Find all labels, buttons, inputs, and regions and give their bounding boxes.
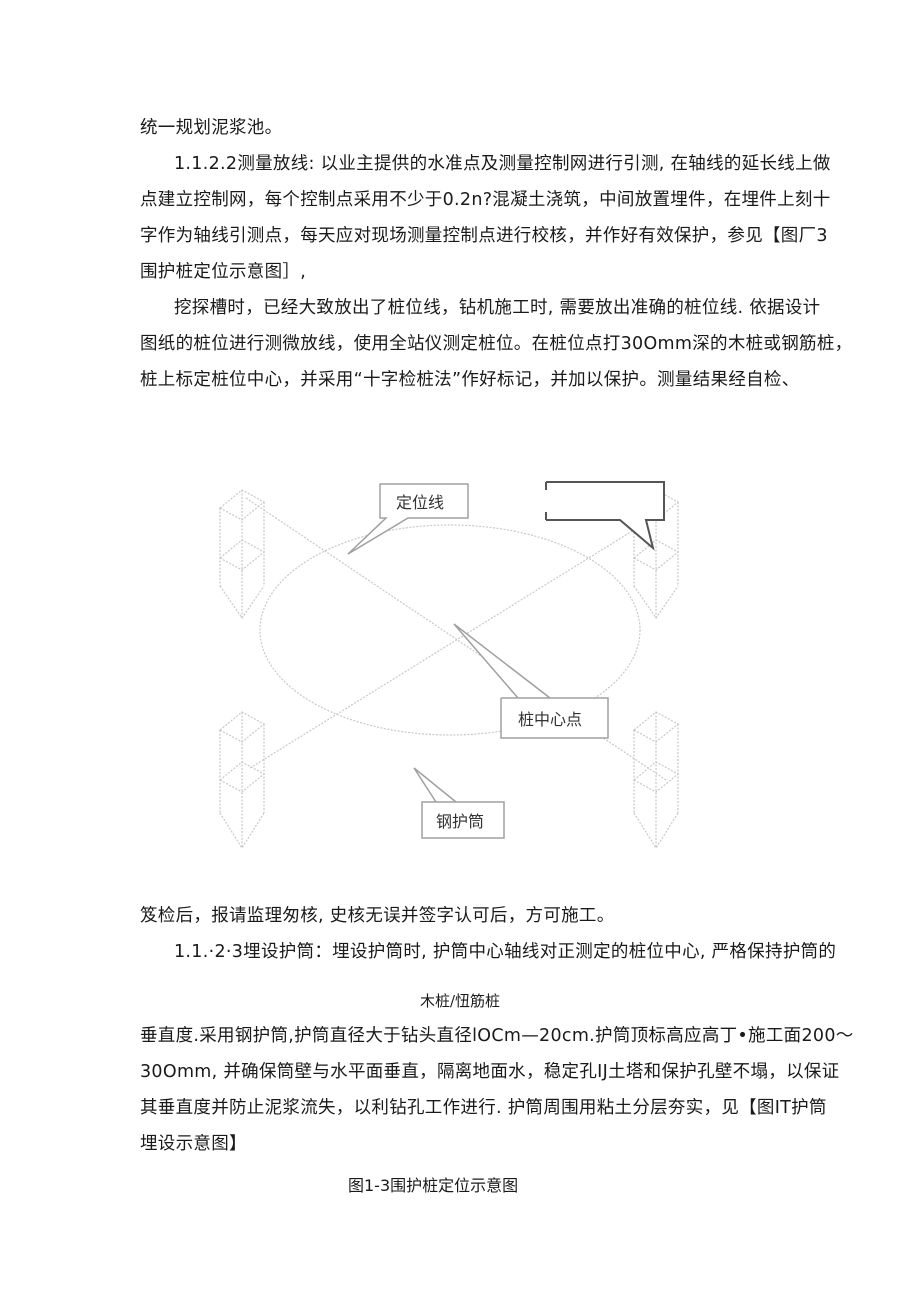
paragraph-line: 挖探槽时，已经大致放出了桩位线，钻机施工时, 需要放出准确的桩位线. 依据设计 [174,298,821,318]
paragraph-line: 围护桩定位示意图］, [140,262,307,282]
callout-top-right-empty [545,481,665,551]
paragraph-line: 点建立控制网，每个控制点采用不少于0.2n?混凝土浇筑，中间放置埋件，在埋件上刻… [140,190,831,210]
paragraph-line: 图纸的桩位进行测微放线，使用全站仪测定桩位。在桩位点打30Omm深的木桩或钢筋桩… [140,334,853,354]
paragraph-line: 桩上标定桩位中心，并采用“十字检桩法”作好标记，并加以保护。测量结果经自检、 [140,370,800,390]
callout-positioning-line: 定位线 [347,483,469,555]
casing-ellipse [259,524,641,736]
paragraph-line: 字作为轴线引测点，每天应对现场测量控制点进行校核，并作好有效保护，参见【图厂3 [140,226,828,246]
figure-floating-label: 木桩/忸筋桩 [420,992,501,1010]
callout-steel-casing: 钢护筒 [413,767,505,839]
callout-text: 桩中心点 [518,710,582,729]
section-heading-line: 1.1.2.2测量放线: 以业主提供的水准点及测量控制网进行引测, 在轴线的延长… [174,154,831,174]
paragraph-line: 其垂直度并防止泥浆流失，以利钻孔工作进行. 护筒周围用粘土分层夯实，见【图IT护… [140,1098,827,1118]
callout-pile-center: 桩中心点 [453,623,609,739]
paragraph-line: 垂直度.采用钢护筒,护筒直径大于钻头直径lOCm—20cm.护筒顶标高应高丁•施… [140,1026,854,1046]
callout-text: 钢护筒 [436,812,484,831]
figure-caption: 图1-3围护桩定位示意图 [348,1176,519,1195]
paragraph-line: 笈检后，报请监理匆核, 史核无误并签字认可后，方可施工。 [140,906,615,926]
pile-bottom-left [218,711,266,850]
pile-positioning-diagram: 定位线 桩中心点 钢护筒 [218,468,688,868]
paragraph-line: 统一规划泥浆池。 [140,118,283,138]
paragraph-line: 埋设示意图】 [140,1134,247,1154]
paragraph-line: 30Omm, 并确保筒壁与水平面垂直，隔离地面水，稳定孔IJ土塔和保护孔壁不塌，… [140,1062,840,1082]
section-heading-line: 1.1.·2·3埋设护筒：埋设护筒时, 护筒中心轴线对正测定的桩位中心, 严格保… [174,942,837,962]
pile-bottom-right [632,711,680,850]
callout-text: 定位线 [396,493,444,512]
pile-top-left [218,489,266,620]
